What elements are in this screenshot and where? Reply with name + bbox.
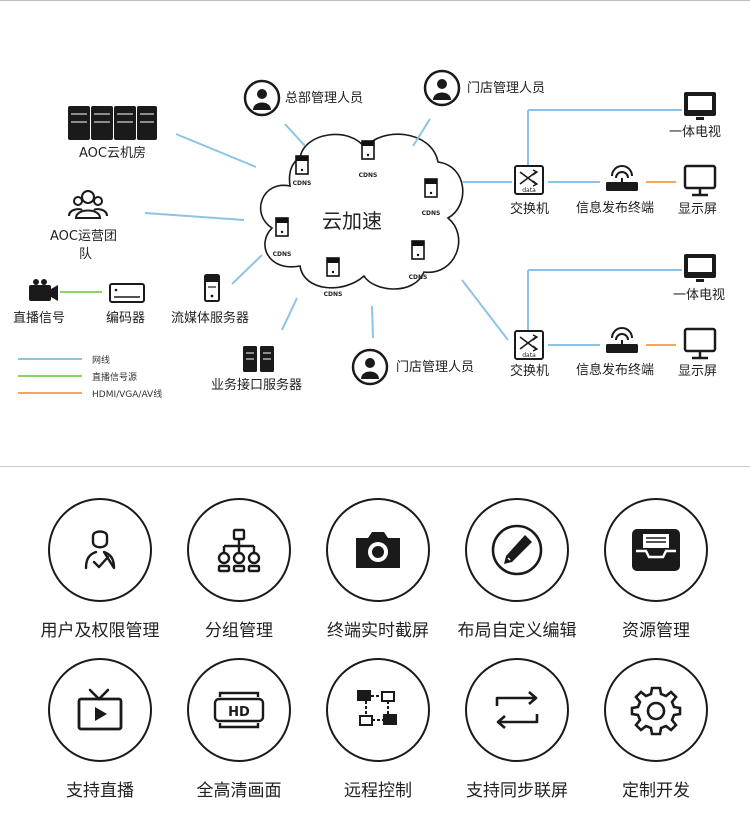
sync-arrows-icon	[495, 691, 539, 729]
display-1-label: 显示屏	[678, 202, 718, 217]
svg-text:HD: HD	[228, 705, 250, 720]
cdns-server-5: CDNS	[409, 240, 428, 281]
aoc-team-label-line2: 队	[79, 247, 93, 262]
cdns-server-3: CDNS	[422, 178, 441, 217]
display-1-icon	[683, 164, 717, 197]
feature-label: 资源管理	[622, 621, 690, 641]
feature-ring	[604, 498, 708, 602]
remote-network-icon	[357, 690, 397, 726]
feature-label: 支持同步联屏	[466, 781, 568, 801]
feature-full-hd: HD 全高清画面	[169, 658, 309, 801]
aoc-team-label-line1: AOC运营团	[50, 229, 117, 244]
gear-icon	[630, 686, 682, 736]
display-2-icon	[683, 327, 717, 360]
store-manager-bottom-label: 门店管理人员	[396, 360, 475, 375]
store-manager-top-label: 门店管理人员	[467, 81, 546, 96]
feature-label: 终端实时截屏	[327, 621, 429, 641]
cdns-label: CDNS	[409, 274, 428, 281]
camera-icon	[356, 532, 400, 568]
hq-manager-label: 总部管理人员	[285, 91, 364, 106]
network-diagram: CDNS CDNS CDNS CDNS CDNS CDNS	[18, 69, 717, 394]
switch-icon-text: data	[522, 352, 536, 359]
cdns-label: CDNS	[422, 210, 441, 217]
feature-ring	[326, 658, 430, 762]
encoder-label: 编码器	[106, 311, 146, 326]
switch-2-label: 交换机	[510, 364, 550, 379]
hq-manager-avatar	[243, 79, 281, 117]
cdns-server-1: CDNS	[293, 155, 312, 187]
store-manager-bottom-avatar	[351, 348, 389, 386]
cdns-label: CDNS	[359, 172, 378, 179]
user-check-icon	[84, 530, 116, 570]
feature-label: 定制开发	[622, 781, 690, 801]
feature-screenshot: 终端实时截屏	[308, 498, 448, 641]
legend-hdmi-label: HDMI/VGA/AV线	[92, 390, 163, 400]
feature-custom-development: 定制开发	[586, 658, 726, 801]
store-manager-top-avatar	[423, 69, 461, 107]
aoc-datacenter-label: AOC云机房	[79, 146, 146, 161]
feature-ring	[604, 658, 708, 762]
inbox-tray-icon	[632, 529, 680, 571]
cdns-server-6: CDNS	[324, 257, 343, 298]
feature-label: 全高清画面	[196, 781, 282, 801]
aio-tv-1-label: 一体电视	[669, 125, 722, 140]
section-divider	[0, 466, 750, 467]
aio-tv-2-icon	[684, 254, 716, 282]
cdns-server-2: CDNS	[359, 140, 378, 179]
switch-icon-text: data	[522, 187, 536, 194]
hd-icon: HD	[213, 691, 265, 729]
business-server-icon	[243, 346, 274, 372]
feature-label: 远程控制	[344, 781, 412, 801]
cdns-label: CDNS	[324, 291, 343, 298]
media-server-icon	[204, 274, 220, 302]
feature-ring	[48, 498, 152, 602]
feature-label: 用户及权限管理	[40, 621, 160, 641]
feature-ring	[465, 658, 569, 762]
feature-remote-control: 远程控制	[308, 658, 448, 801]
feature-resource-management: 资源管理	[586, 498, 726, 641]
legend-live-label: 直播信号源	[92, 373, 138, 383]
hdmi-cables	[646, 181, 676, 346]
business-server-label: 业务接口服务器	[211, 378, 303, 393]
cdns-label: CDNS	[273, 251, 292, 258]
info-terminal-2-icon	[606, 327, 638, 353]
org-tree-icon	[217, 528, 261, 573]
aio-tv-2-label: 一体电视	[673, 288, 726, 303]
cdns-label: CDNS	[293, 180, 312, 187]
network-cables	[144, 109, 682, 346]
team-icon	[68, 190, 108, 219]
switch-2-icon: data	[514, 330, 544, 360]
tv-play-icon	[77, 688, 123, 731]
feature-label: 支持直播	[66, 781, 134, 801]
feature-ring	[48, 658, 152, 762]
feature-sync-screens: 支持同步联屏	[447, 658, 587, 801]
feature-live-streaming: 支持直播	[30, 658, 170, 801]
cloud-label: 云加速	[322, 209, 382, 233]
cdns-server-4: CDNS	[273, 217, 292, 258]
switch-1-icon: data	[514, 165, 544, 195]
media-server-label: 流媒体服务器	[171, 311, 250, 326]
feature-ring	[326, 498, 430, 602]
switch-1-label: 交换机	[510, 202, 550, 217]
pencil-icon	[491, 524, 543, 576]
live-signal-label: 直播信号	[13, 311, 66, 326]
feature-layout-edit: 布局自定义编辑	[447, 498, 587, 641]
info-terminal-1-icon	[606, 165, 638, 191]
encoder-icon	[109, 283, 145, 303]
info-terminal-2-label: 信息发布终端	[576, 363, 655, 378]
feature-ring	[187, 498, 291, 602]
legend-network-label: 网线	[92, 356, 111, 366]
video-camera-icon	[29, 279, 58, 301]
feature-ring: HD	[187, 658, 291, 762]
feature-label: 分组管理	[205, 621, 273, 641]
feature-label: 布局自定义编辑	[457, 621, 577, 641]
datacenter-icon	[68, 106, 157, 140]
feature-user-permission: 用户及权限管理	[30, 498, 170, 641]
feature-ring	[465, 498, 569, 602]
top-divider	[0, 0, 750, 1]
info-terminal-1-label: 信息发布终端	[576, 201, 655, 216]
display-2-label: 显示屏	[678, 364, 718, 379]
feature-group-management: 分组管理	[169, 498, 309, 641]
aio-tv-1-icon	[684, 92, 716, 120]
